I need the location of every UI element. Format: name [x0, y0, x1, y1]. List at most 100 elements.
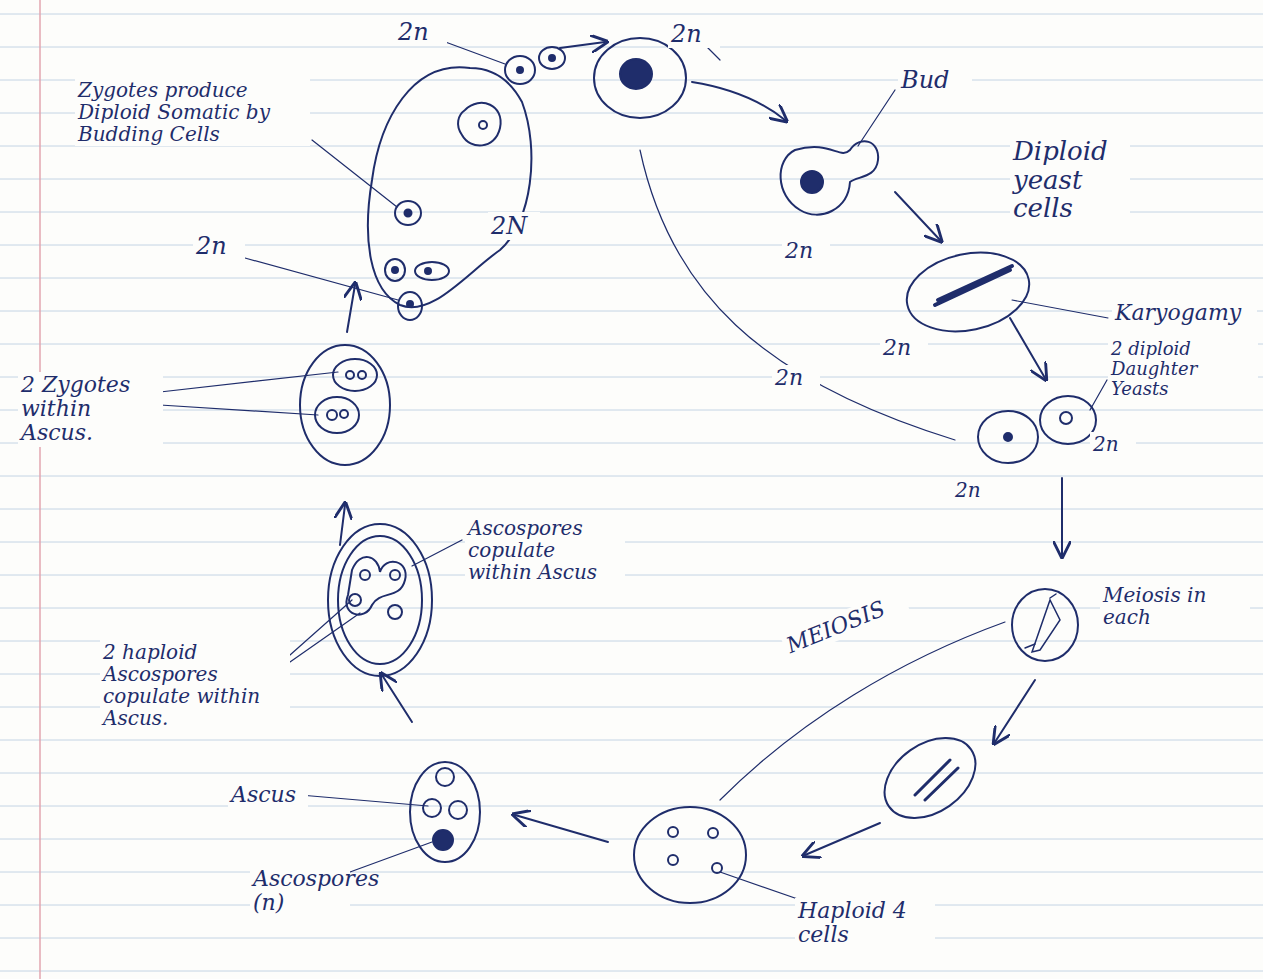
ruled-line — [0, 476, 1263, 477]
leader-line — [290, 600, 360, 662]
leader-line — [440, 40, 505, 64]
chromosomes — [915, 760, 958, 800]
nucleus — [405, 210, 412, 217]
meiosis-cell — [1012, 589, 1078, 661]
cycle-arrow — [995, 680, 1035, 742]
ruled-line — [0, 410, 1263, 411]
cycle-arrow — [692, 82, 785, 120]
ruled-line — [0, 14, 1263, 15]
nucleus — [390, 570, 400, 580]
ruled-line — [0, 344, 1263, 345]
stage-note: 2 haploid Ascospores copulate within Asc… — [100, 640, 290, 730]
nucleus — [479, 121, 487, 129]
zygote — [315, 397, 359, 433]
ruled-line — [0, 839, 1263, 840]
cycle-arrow — [1061, 478, 1063, 555]
cycle-arrow — [340, 505, 345, 545]
leader-line — [412, 540, 462, 566]
nucleus — [1004, 433, 1012, 441]
nucleus — [1060, 412, 1072, 424]
aster — [1025, 594, 1056, 648]
leader-line — [160, 372, 338, 415]
bud-cell — [505, 56, 535, 84]
ruled-line — [0, 47, 1263, 48]
notebook-ruling — [0, 14, 1263, 971]
ruled-line — [0, 938, 1263, 939]
ascospore — [349, 594, 361, 606]
ploidy-label: 2n — [395, 18, 447, 46]
margin-line — [39, 0, 41, 979]
ruled-line — [0, 245, 1263, 246]
leader-line — [245, 258, 398, 300]
ascus-wall — [338, 536, 422, 664]
somatic-cell — [395, 201, 421, 225]
ascospore — [436, 768, 454, 786]
ploidy-label: 2N — [488, 212, 540, 240]
ascospore — [388, 605, 402, 619]
budding-cell — [781, 141, 879, 214]
ascospore — [449, 801, 467, 819]
haploid-cell — [634, 807, 746, 903]
cycle-arrow — [805, 823, 880, 855]
cycle-arrow — [895, 192, 940, 240]
stage-note: Zygotes produce Diploid Somatic by Buddi… — [75, 78, 310, 146]
ploidy-label: 2n — [1090, 432, 1136, 456]
ruled-line — [0, 905, 1263, 906]
ruled-line — [0, 971, 1263, 972]
leader-line — [1090, 380, 1107, 410]
somatic-cell — [398, 292, 422, 320]
stage-note: Ascospores copulate within Ascus — [465, 516, 625, 584]
process-label: MEIOSIS — [780, 587, 910, 660]
ascospore — [433, 830, 453, 850]
nucleus — [327, 410, 337, 420]
part-label: Karyogamy — [1112, 300, 1257, 326]
ploidy-label: 2n — [782, 238, 830, 264]
nucleus — [801, 171, 823, 193]
leader-line — [1012, 300, 1108, 318]
somatic-cell — [385, 259, 405, 281]
part-label: Ascus — [228, 782, 308, 808]
nucleus — [712, 863, 722, 873]
stage-note: Haploid 4 cells — [795, 898, 935, 948]
daughter-cell — [1040, 396, 1096, 444]
somatic-cell — [415, 262, 449, 280]
nucleus — [392, 267, 398, 273]
ascus — [328, 524, 432, 676]
cycle-arrow — [515, 815, 608, 842]
nucleus — [549, 55, 555, 61]
zygote-cluster-outline — [368, 67, 532, 307]
ruled-line — [0, 509, 1263, 510]
ruled-line — [0, 872, 1263, 873]
ruled-line — [0, 278, 1263, 279]
stage-note: 2 Zygotes within Ascus. — [18, 372, 163, 447]
nucleus — [425, 268, 431, 274]
cycle-arrow — [1010, 318, 1045, 378]
ruled-line — [0, 773, 1263, 774]
ascus — [410, 762, 480, 862]
leader-line — [350, 842, 432, 872]
ruled-line — [0, 575, 1263, 576]
spindle — [1032, 600, 1060, 652]
ruled-line — [0, 740, 1263, 741]
cycle-arrow — [382, 675, 412, 722]
ascus — [300, 345, 390, 465]
ruled-line — [0, 542, 1263, 543]
dividing-cell — [870, 721, 991, 834]
leader-curve — [640, 150, 955, 440]
nucleus — [360, 570, 370, 580]
stage-note: Meiosis in each — [1100, 583, 1250, 629]
leader-line — [858, 90, 895, 146]
nucleus — [346, 371, 354, 379]
cycle-arrow — [560, 42, 605, 48]
nucleus — [358, 371, 366, 379]
ruled-line — [0, 806, 1263, 807]
nucleus — [668, 855, 678, 865]
nucleus — [340, 410, 348, 418]
part-label: Bud — [898, 66, 972, 94]
fusing-nuclei — [935, 266, 1012, 305]
stage-note: Diploid yeast cells — [1010, 136, 1130, 224]
nucleus — [620, 59, 652, 89]
nucleus — [517, 67, 523, 73]
leader-line — [300, 795, 428, 806]
zygote — [333, 359, 377, 391]
